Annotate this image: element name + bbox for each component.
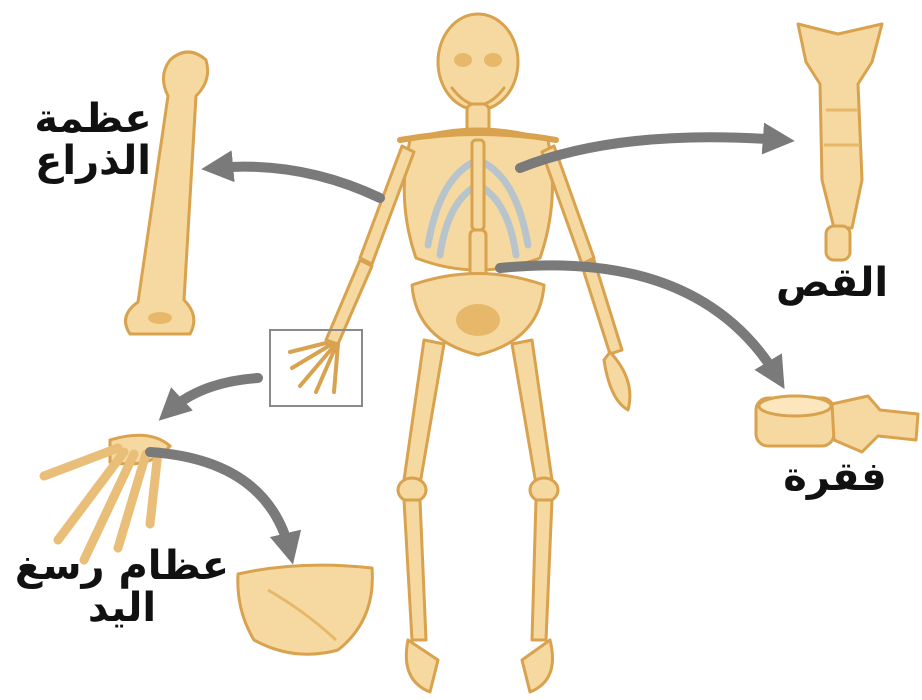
arrow-to-hand: [168, 378, 258, 412]
foot-right: [522, 640, 553, 692]
arrow-to-arm-bone: [214, 167, 380, 198]
label-vertebra: فقرة: [770, 456, 900, 498]
label-sternum: القص: [762, 262, 902, 304]
hand-right: [604, 352, 630, 410]
foot-left: [406, 640, 438, 692]
hand-left: [290, 342, 338, 392]
skull: [438, 14, 518, 110]
sternum-illustration: [798, 24, 882, 260]
vertebra-illustration: [756, 396, 918, 452]
carpal-bone-illustration: [238, 565, 373, 654]
femur-left: [404, 340, 444, 484]
femur-right: [512, 340, 552, 484]
tibia-left: [404, 500, 426, 640]
arm-bone-illustration: [126, 52, 208, 334]
forearm-left: [326, 260, 372, 344]
arrow-to-vertebra: [500, 265, 778, 378]
arrow-to-carpal: [150, 452, 290, 552]
label-arm-bone: عظمة الذراع: [18, 98, 168, 182]
label-wrist-bones: عظام رسغ اليد: [8, 545, 236, 629]
body-sternum: [472, 140, 484, 230]
tibia-right: [532, 500, 552, 640]
